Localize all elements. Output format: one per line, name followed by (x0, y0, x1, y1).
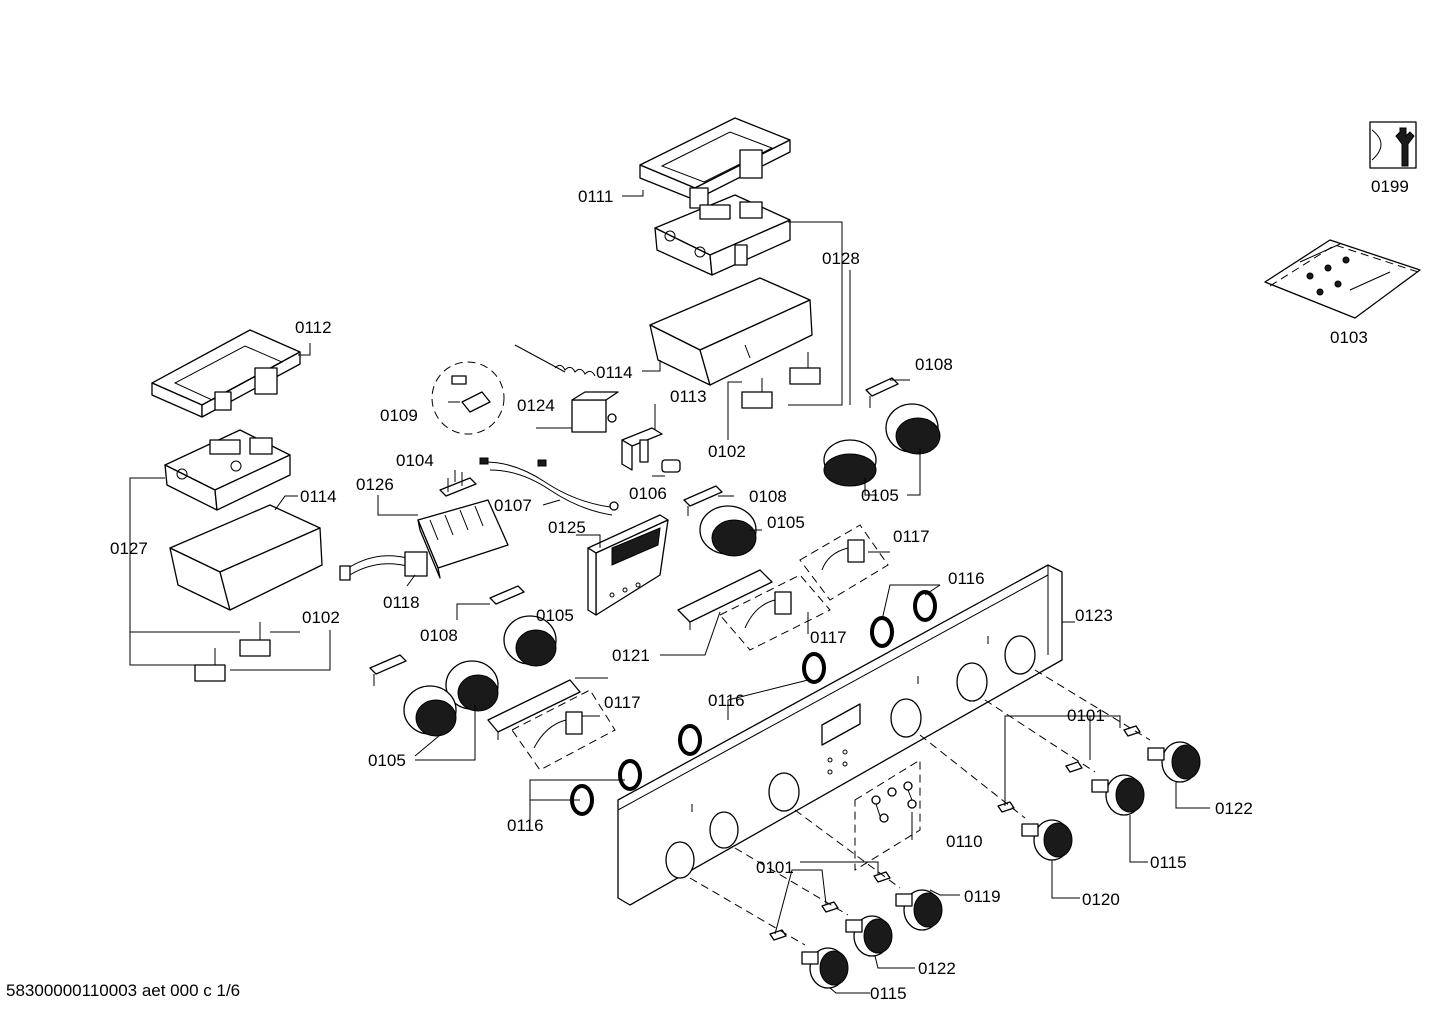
clock-module-0125-drawing (587, 514, 669, 616)
label-0109: 0109 (380, 406, 418, 425)
switch-block-0127-drawing (164, 429, 291, 511)
ring-0116-c-drawing (802, 652, 826, 684)
switch-0117-b-drawing (719, 574, 831, 651)
knob-0122-bottom-drawing (845, 915, 893, 957)
label-0102-upper: 0102 (708, 442, 746, 461)
tray-0114-lower-drawing (169, 504, 323, 611)
control-panel-0123-drawing (617, 564, 1063, 906)
ring-0116-a-drawing (870, 616, 894, 648)
clip-0108-d-drawing (369, 654, 407, 686)
label-0116-b: 0116 (708, 691, 745, 710)
label-0101-a: 0101 (1067, 706, 1105, 725)
clip-0104-drawing (439, 472, 477, 497)
label-0128: 0128 (822, 249, 860, 268)
switch-block-0128-drawing (654, 194, 791, 276)
cover-0112-drawing (151, 329, 301, 418)
cable-0107-drawing (479, 457, 619, 516)
leader-lines (129, 190, 1210, 994)
label-0120: 0120 (1082, 890, 1120, 909)
bezel-0105-e-drawing (445, 660, 499, 712)
label-0118: 0118 (383, 593, 420, 612)
label-0117-b: 0117 (810, 628, 847, 647)
thermostat-0124-drawing (514, 344, 619, 433)
terminal-block-0126-drawing (417, 499, 509, 579)
label-0123: 0123 (1075, 606, 1113, 625)
label-0125: 0125 (548, 518, 586, 537)
knob-0122-right-drawing (1147, 741, 1201, 783)
label-0102-lower: 0102 (302, 608, 340, 627)
switches-0102-upper-drawing (741, 352, 821, 409)
label-0111: 0111 (578, 187, 613, 206)
label-0105-c: 0105 (536, 606, 574, 625)
bezel-0105-a-drawing (823, 439, 877, 487)
label-0101-b: 0101 (756, 858, 794, 877)
label-0108-c: 0108 (420, 626, 458, 645)
label-0110: 0110 (946, 832, 983, 851)
label-0119: 0119 (964, 887, 1001, 906)
bezel-0105-b-drawing (885, 403, 941, 455)
ring-0116-e-drawing (618, 759, 642, 791)
label-0104: 0104 (396, 451, 434, 470)
label-0121: 0121 (612, 646, 650, 665)
label-0108-b: 0108 (749, 487, 787, 506)
rail-0121-upper-drawing (677, 569, 773, 630)
label-0124: 0124 (517, 396, 555, 415)
switch-0117-c-drawing (511, 689, 616, 771)
wiring-0118-drawing (339, 551, 428, 581)
label-0122-b: 0122 (918, 959, 956, 978)
label-0116-c: 0116 (507, 816, 544, 835)
bezel-0105-d-drawing (503, 615, 557, 667)
label-0122-a: 0122 (1215, 799, 1253, 818)
knob-0120-drawing (1021, 819, 1073, 861)
ring-0116-d-drawing (678, 724, 702, 756)
label-0112: 0112 (295, 318, 332, 337)
clip-0108-c-drawing (489, 585, 525, 605)
label-0126: 0126 (356, 475, 394, 494)
label-0117-c: 0117 (604, 693, 641, 712)
label-0105-d: 0105 (368, 751, 406, 770)
part-0106-drawing (661, 459, 681, 473)
label-0199: 0199 (1371, 177, 1409, 196)
label-0127: 0127 (110, 539, 148, 558)
clip-0108-b-drawing (683, 485, 723, 516)
screws-0110-drawing (854, 759, 921, 871)
bracket-0113-drawing (621, 427, 663, 471)
ring-0116-b-drawing (913, 590, 937, 622)
screw-bag-icon (1264, 239, 1421, 319)
part-labels: 0111 0128 0199 0103 0112 0114 0114 0109 … (110, 177, 1409, 1003)
label-0114-lower: 0114 (300, 487, 337, 506)
label-0106: 0106 (629, 484, 667, 503)
label-0113: 0113 (670, 387, 707, 406)
rail-0121-lower-drawing (487, 679, 581, 740)
label-0108-a: 0108 (915, 355, 953, 374)
label-0105-a: 0105 (861, 486, 899, 505)
cover-0111-drawing (639, 117, 791, 209)
tray-0114-upper-drawing (649, 277, 813, 386)
label-0117-a: 0117 (893, 527, 930, 546)
switch-0117-a-drawing (799, 524, 889, 601)
knob-0115-right-drawing (1091, 774, 1145, 816)
screw-clip-0109-drawing (431, 361, 505, 435)
knob-0119-drawing (895, 889, 943, 931)
label-0115-b: 0115 (870, 984, 907, 1003)
bezel-0105-c-drawing (699, 505, 757, 557)
alignment-lines (689, 669, 1151, 946)
label-0103: 0103 (1330, 328, 1368, 347)
clip-0108-a-drawing (865, 377, 899, 408)
service-wrench-icon (1369, 121, 1417, 169)
label-0115-a: 0115 (1150, 853, 1187, 872)
switches-0102-lower-drawing (194, 622, 271, 682)
clips-0101-drawing (769, 725, 1141, 941)
footer-code: 58300000110003 aet 000 c 1/6 (6, 981, 240, 1000)
label-0114-upper: 0114 (596, 363, 633, 382)
label-0105-b: 0105 (767, 513, 805, 532)
label-0116-a: 0116 (948, 569, 985, 588)
label-0107: 0107 (494, 496, 532, 515)
knob-0115-bottom-drawing (801, 947, 849, 989)
bezel-0105-f-drawing (403, 685, 457, 737)
